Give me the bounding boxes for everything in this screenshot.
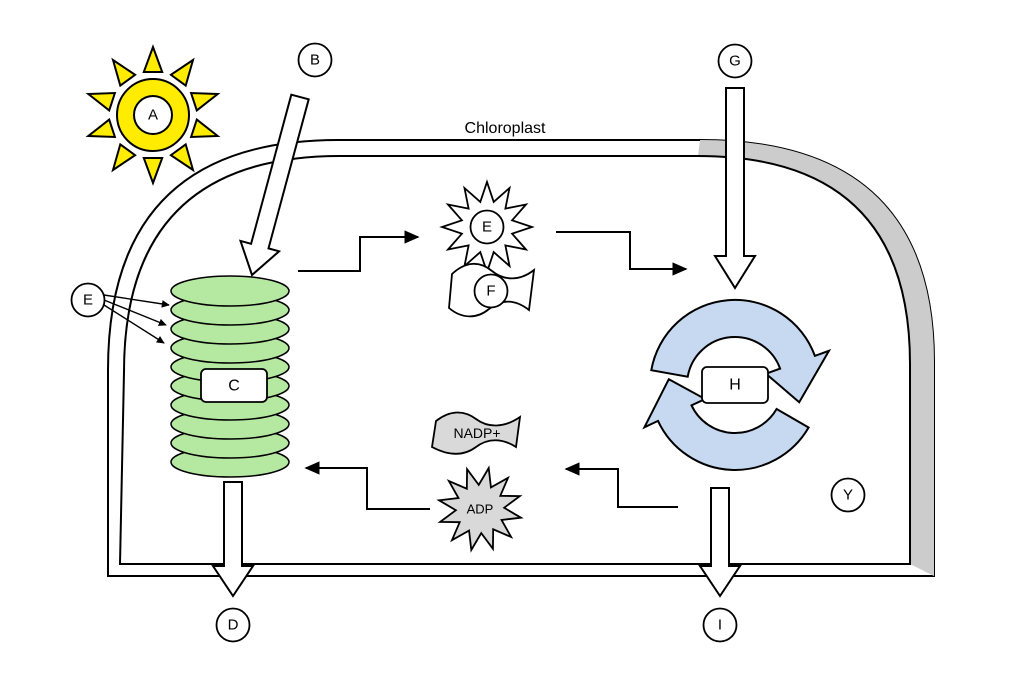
calvin-cycle: H [642,299,832,471]
sun-ray [169,57,195,88]
nadp-banner: NADP+ [431,411,522,455]
input-arrow-b [238,93,310,277]
granum-stack: C [170,275,290,478]
label-h: H [729,377,741,394]
sun-ray [111,142,137,173]
cycle-arrow-bottom [642,377,810,471]
label-e-left: E [83,292,93,309]
stroma-label: Y [830,477,866,513]
label-i: I [718,617,722,634]
adp-label: ADP [467,502,494,517]
nadp-label: NADP+ [453,425,500,441]
outer-labels: B G D I [215,42,753,643]
label-circle-e-left [70,282,106,318]
label-circle-b [297,42,333,78]
adp-burst-group: ADP [430,459,529,558]
label-circle-d [215,607,251,643]
pointer-line [103,299,167,326]
arrow-products-to-cycle [556,231,688,276]
label-b: B [310,52,320,69]
arrow-granum-to-products [298,230,420,272]
sun-ray [85,117,117,139]
label-circle-e-burst [469,209,505,245]
label-circle-a [133,95,173,135]
sun-ray [111,57,137,88]
cycle-arrow-top [650,299,832,404]
sun-ray [189,91,221,113]
cycle-label-box [701,366,769,404]
carrier-flag-f: F [448,262,536,318]
label-d: D [228,617,239,634]
label-y: Y [843,487,853,504]
sun: A [85,44,221,186]
label-a: A [148,107,158,124]
sun-ray [142,157,164,186]
arrow-carriers-to-granum [304,461,430,510]
sun-ray [142,44,164,73]
nadp-shape [431,411,522,455]
label-circle-i [702,607,738,643]
output-arrow-d [211,481,255,598]
sun-ray [169,142,195,173]
sun-ray [189,117,221,139]
granum-pointer: E [70,282,170,344]
chloroplast-title: Chloroplast [465,120,546,137]
output-arrow-i [698,487,742,598]
label-g: G [729,53,741,70]
label-e-burst: E [482,219,492,236]
sun-ray [85,91,117,113]
thylakoid-disk [170,275,290,307]
label-circle-y [830,477,866,513]
adp-burst [430,459,529,558]
label-circle-f [473,273,509,309]
energy-burst-e: E [439,179,535,275]
label-circle-g [717,43,753,79]
arrow-cycle-to-carriers [564,462,678,508]
pointer-line [103,294,170,308]
label-f: F [486,283,495,300]
input-arrow-g [713,87,757,290]
label-c: C [228,378,240,395]
granum-label-box [200,368,268,403]
pointer-line [103,304,165,344]
